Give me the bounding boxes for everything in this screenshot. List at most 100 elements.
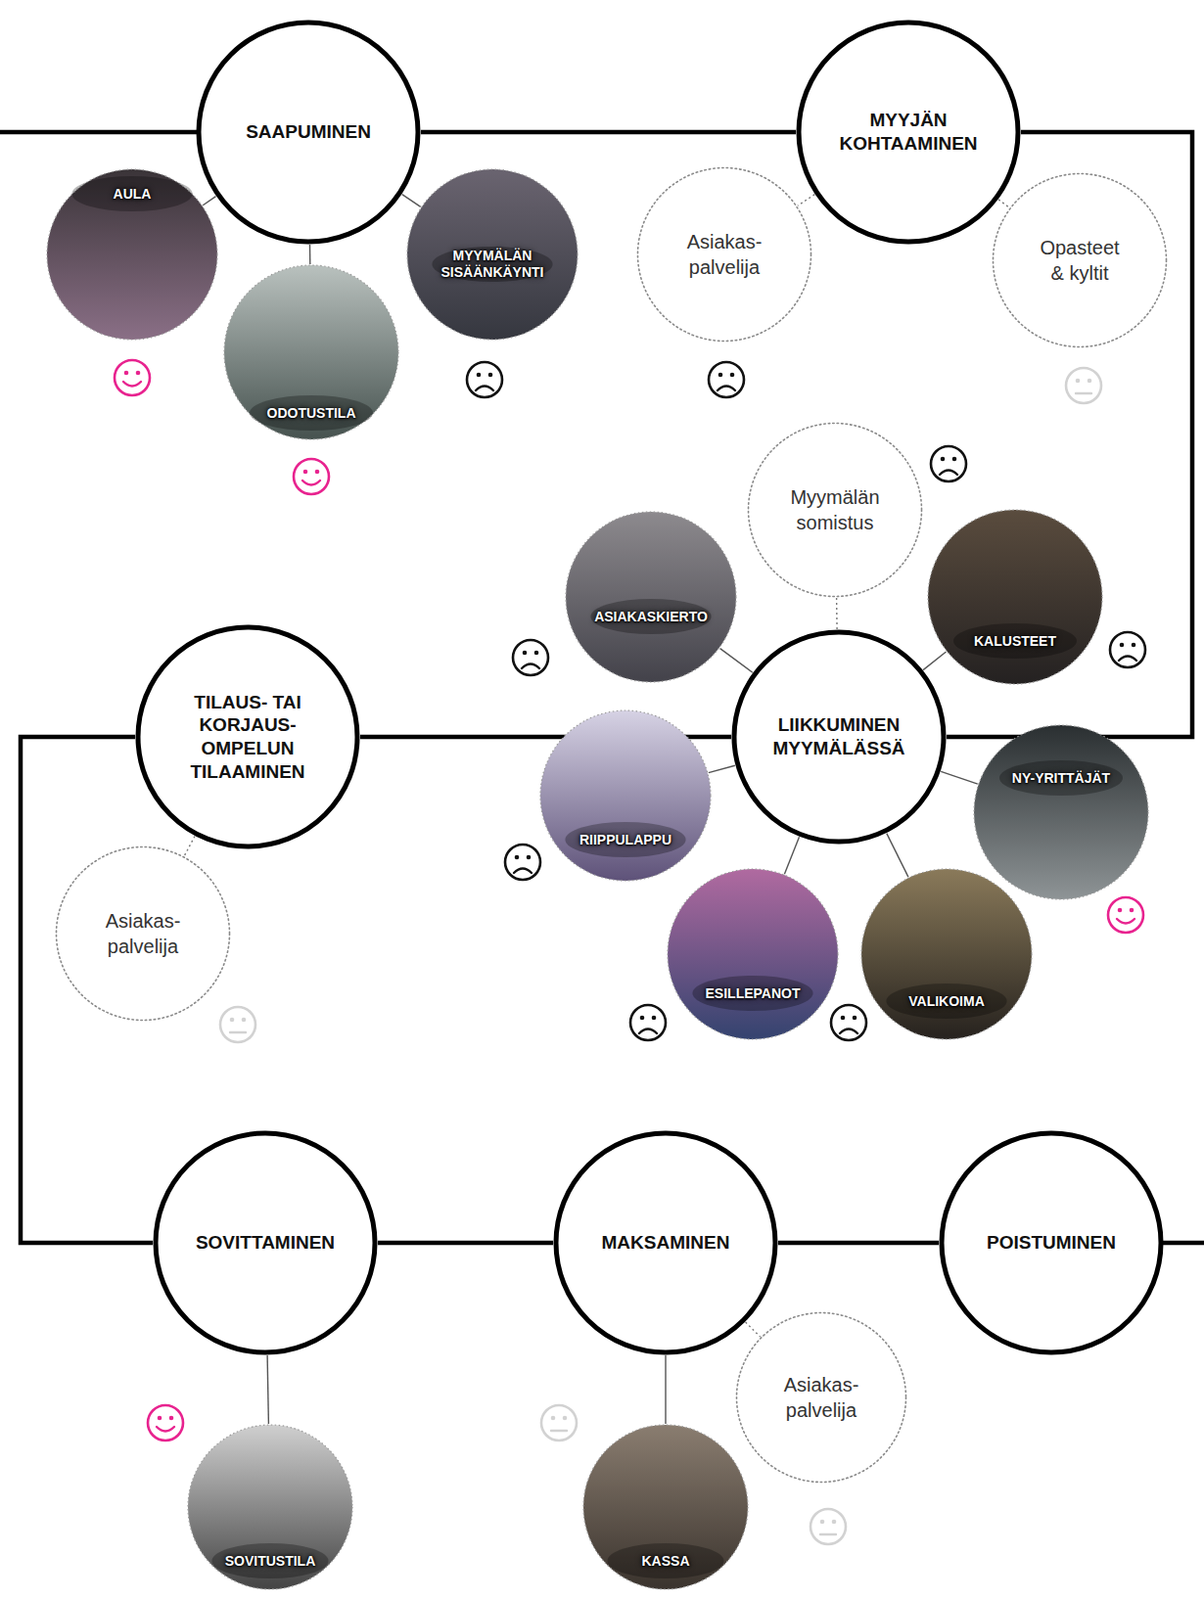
leader-line bbox=[708, 765, 736, 773]
touchpoint-circle: Opasteet & kyltit bbox=[991, 172, 1168, 349]
happy-face bbox=[147, 1405, 184, 1441]
touchpoint-label: Opasteet & kyltit bbox=[1034, 234, 1125, 286]
photo-label: VALIKOIMA bbox=[908, 993, 985, 1011]
journey-line bbox=[420, 130, 796, 136]
sad-face bbox=[1110, 632, 1146, 668]
stage-circle: POISTUMINEN bbox=[938, 1130, 1164, 1356]
touchpoint-label: Asiakas- palvelija bbox=[74, 908, 212, 960]
neutral-face bbox=[220, 1007, 256, 1043]
sad-face bbox=[708, 362, 744, 398]
circle-shape bbox=[638, 168, 812, 342]
sad-face bbox=[505, 844, 541, 880]
journey-line bbox=[377, 1241, 554, 1247]
stage-circle: TILAUS- TAI KORJAUS- OMPELUN TILAAMINEN bbox=[135, 624, 361, 850]
circle-shape bbox=[46, 169, 218, 340]
stage-label: MYYJÄN KOHTAAMINEN bbox=[825, 108, 992, 156]
touchpoint-circle: Asiakas- palvelija bbox=[636, 166, 813, 343]
stage-circle: MAKSAMINEN bbox=[553, 1130, 779, 1356]
circle-shape bbox=[187, 1425, 353, 1590]
leader-line bbox=[797, 194, 815, 207]
photo-label: KASSA bbox=[641, 1553, 690, 1571]
circle-outline bbox=[735, 1311, 908, 1484]
photo-label: MYYMÄLÄN SISÄÄNKÄYNTI bbox=[426, 247, 559, 281]
leader-line bbox=[720, 648, 753, 674]
leader-line bbox=[664, 1355, 666, 1425]
circle-outline bbox=[991, 172, 1168, 349]
stage-circle: SAAPUMINEN bbox=[195, 19, 421, 245]
leader-line bbox=[184, 836, 195, 857]
leader-line bbox=[923, 651, 946, 671]
touchpoint-circle: Asiakas- palvelija bbox=[735, 1311, 908, 1484]
circle-outline bbox=[972, 724, 1150, 901]
leader-line bbox=[267, 1355, 269, 1425]
touchpoint-label: Myymälän somistus bbox=[779, 484, 892, 536]
stage-label: TILAUS- TAI KORJAUS- OMPELUN TILAAMINEN bbox=[172, 691, 325, 785]
leader-line bbox=[784, 836, 799, 875]
circle-shape bbox=[56, 847, 231, 1021]
photo-shade bbox=[249, 395, 373, 431]
circle-shape bbox=[798, 22, 1019, 242]
photo-shade bbox=[607, 1543, 725, 1579]
stage-circle: SOVITTAMINEN bbox=[152, 1130, 378, 1356]
stage-label: SOVITTAMINEN bbox=[195, 1231, 335, 1255]
circle-shape bbox=[583, 1425, 748, 1590]
circle-outline bbox=[539, 709, 712, 882]
photo-shade bbox=[71, 176, 192, 212]
neutral-face bbox=[810, 1509, 846, 1545]
photo-shade bbox=[999, 760, 1123, 796]
leader-line bbox=[886, 833, 909, 879]
photo-shade bbox=[564, 822, 686, 858]
circle-outline bbox=[795, 19, 1021, 245]
sad-face bbox=[930, 446, 967, 482]
leader-line bbox=[745, 1322, 761, 1338]
sad-face bbox=[630, 1005, 666, 1041]
stage-label: MAKSAMINEN bbox=[602, 1231, 731, 1255]
stage-label: POISTUMINEN bbox=[986, 1231, 1116, 1255]
photo-circle: SOVITUSTILA bbox=[186, 1424, 354, 1591]
circle-outline bbox=[636, 166, 813, 343]
photo-label: RIIPPULAPPU bbox=[579, 832, 672, 849]
sad-face bbox=[831, 1005, 867, 1041]
photo-circle: ODOTUSTILA bbox=[223, 264, 400, 441]
leader-line bbox=[940, 771, 978, 785]
circle-shape bbox=[407, 169, 578, 340]
touchpoint-label: Asiakas- palvelija bbox=[655, 229, 793, 280]
photo-label: ESILLEPANOT bbox=[705, 985, 801, 1003]
photo-circle: VALIKOIMA bbox=[860, 868, 1033, 1041]
circle-shape bbox=[861, 869, 1032, 1040]
touchpoint-circle: Myymälän somistus bbox=[746, 421, 924, 599]
touchpoint-label: Asiakas- palvelija bbox=[752, 1372, 890, 1424]
circle-outline bbox=[135, 624, 361, 850]
photo-circle: MYYMÄLÄN SISÄÄNKÄYNTI bbox=[406, 168, 579, 341]
journey-line bbox=[778, 1241, 939, 1247]
neutral-face bbox=[541, 1405, 577, 1441]
photo-shade bbox=[953, 623, 1077, 659]
circle-shape bbox=[138, 627, 358, 847]
circle-outline bbox=[564, 510, 738, 684]
photo-circle: KALUSTEET bbox=[926, 509, 1104, 686]
photo-circle: ASIAKASKIERTO bbox=[564, 510, 738, 684]
stage-label: LIIKKUMINEN MYYMÄLÄSSÄ bbox=[755, 713, 923, 761]
photo-shade bbox=[590, 599, 711, 635]
photo-shade bbox=[692, 975, 813, 1012]
happy-face bbox=[114, 360, 150, 396]
circle-shape bbox=[993, 174, 1167, 348]
photo-circle: RIIPPULAPPU bbox=[539, 709, 712, 882]
circle-outline bbox=[54, 845, 232, 1022]
leader-line bbox=[309, 244, 312, 265]
circle-outline bbox=[746, 421, 924, 599]
circle-outline bbox=[860, 868, 1033, 1041]
circle-shape bbox=[155, 1133, 375, 1353]
circle-shape bbox=[565, 511, 737, 683]
photo-shade bbox=[212, 1543, 329, 1579]
photo-label: KALUSTEET bbox=[973, 633, 1057, 650]
circle-shape bbox=[555, 1133, 776, 1353]
circle-shape bbox=[973, 725, 1149, 900]
touchpoint-circle: Asiakas- palvelija bbox=[54, 845, 232, 1022]
circle-outline bbox=[731, 629, 947, 845]
photo-circle: KASSA bbox=[582, 1424, 749, 1591]
neutral-face bbox=[1065, 368, 1102, 404]
circle-shape bbox=[737, 1313, 907, 1483]
circle-shape bbox=[224, 265, 399, 440]
photo-label: ASIAKASKIERTO bbox=[594, 608, 708, 626]
